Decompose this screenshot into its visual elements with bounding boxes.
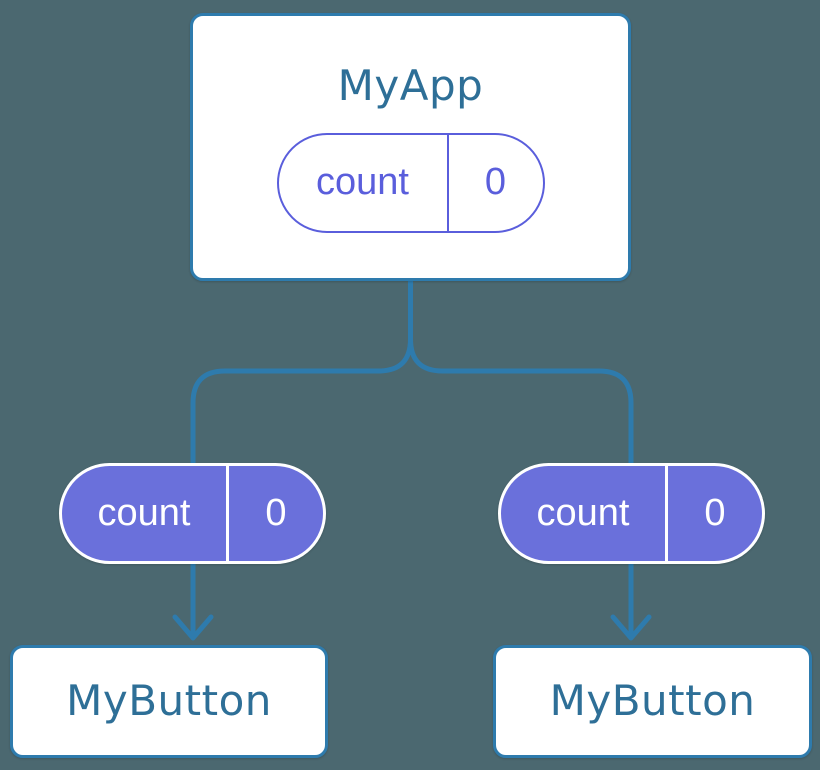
right-prop-name: count — [536, 492, 630, 534]
left-child-component-card: MyButton — [10, 645, 328, 758]
root-component-name: MyApp — [337, 61, 484, 110]
left-prop-pill: count 0 — [59, 463, 326, 564]
left-prop-value: 0 — [226, 466, 323, 561]
root-state-value: 0 — [446, 134, 543, 231]
root-state-pill: count 0 — [276, 132, 545, 233]
right-prop-pill: count 0 — [498, 463, 765, 564]
left-child-component-name: MyButton — [66, 676, 272, 726]
connector-left-branch — [190, 275, 413, 636]
right-child-component-card: MyButton — [493, 645, 812, 758]
right-prop-value: 0 — [665, 466, 762, 561]
connector-right-branch — [408, 275, 634, 636]
right-child-component-name: MyButton — [549, 676, 756, 726]
arrowhead-down-icon-left — [172, 614, 214, 641]
arrowhead-down-icon-right — [610, 614, 652, 641]
root-component-card: MyApp count 0 — [190, 13, 631, 281]
root-state-name: count — [316, 161, 409, 203]
left-prop-name: count — [97, 492, 191, 534]
